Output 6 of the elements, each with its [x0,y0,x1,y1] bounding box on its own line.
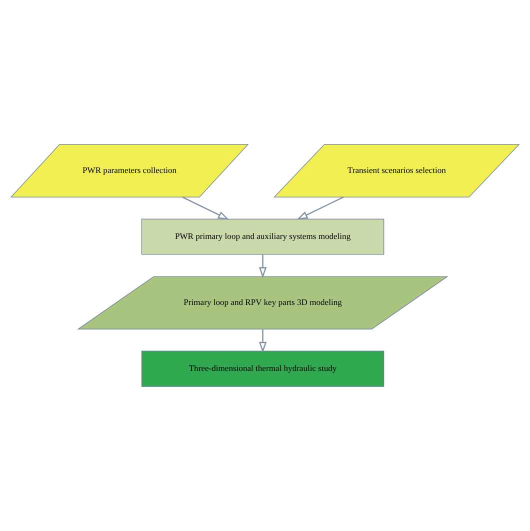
arrow [258,254,267,278]
node-box: PWR primary loop and auxiliary systems modeling [141,218,384,255]
arrow [258,329,267,353]
arrow [296,196,344,220]
arrow [182,196,230,220]
node-box: Three-dimensional thermal hydraulic study [141,350,384,387]
